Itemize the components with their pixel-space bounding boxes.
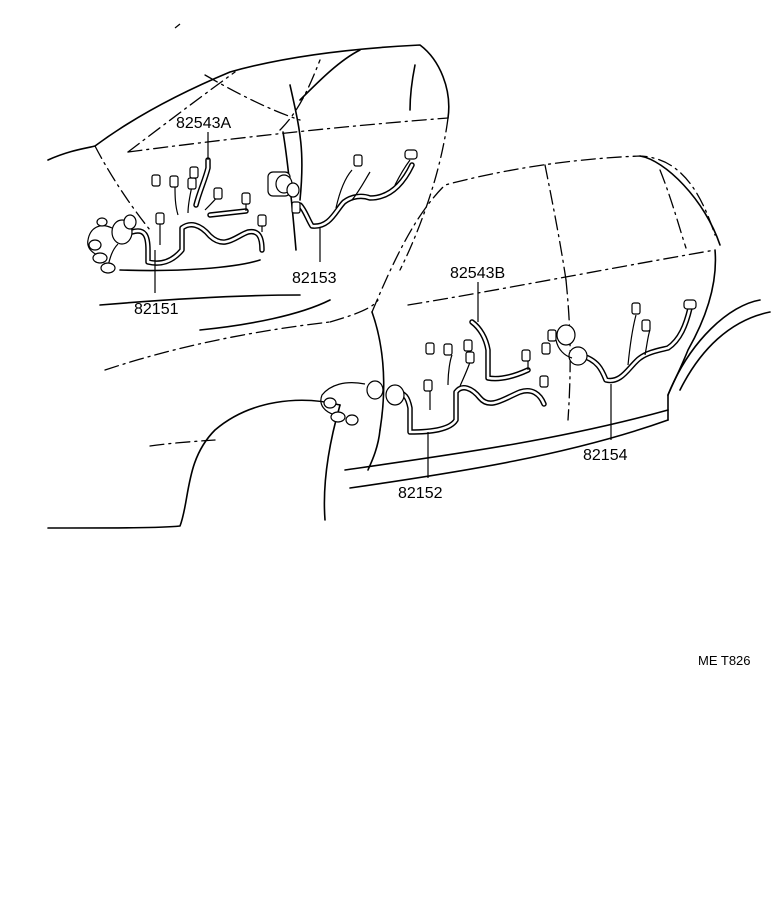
- harness-82152: [320, 319, 549, 435]
- harness-82151: [87, 157, 267, 274]
- harness-82153: [267, 149, 418, 229]
- car-body-outline: [47, 44, 771, 529]
- label-82153: 82153: [292, 270, 337, 287]
- label-82543b: 82543B: [450, 265, 505, 282]
- label-82154: 82154: [583, 447, 628, 464]
- harness-82154: [541, 299, 697, 384]
- illustration-code: ME T826: [698, 653, 751, 668]
- leader-lines: [154, 23, 612, 478]
- label-82152: 82152: [398, 485, 443, 502]
- label-82543a: 82543A: [176, 115, 231, 132]
- label-82151: 82151: [134, 301, 179, 318]
